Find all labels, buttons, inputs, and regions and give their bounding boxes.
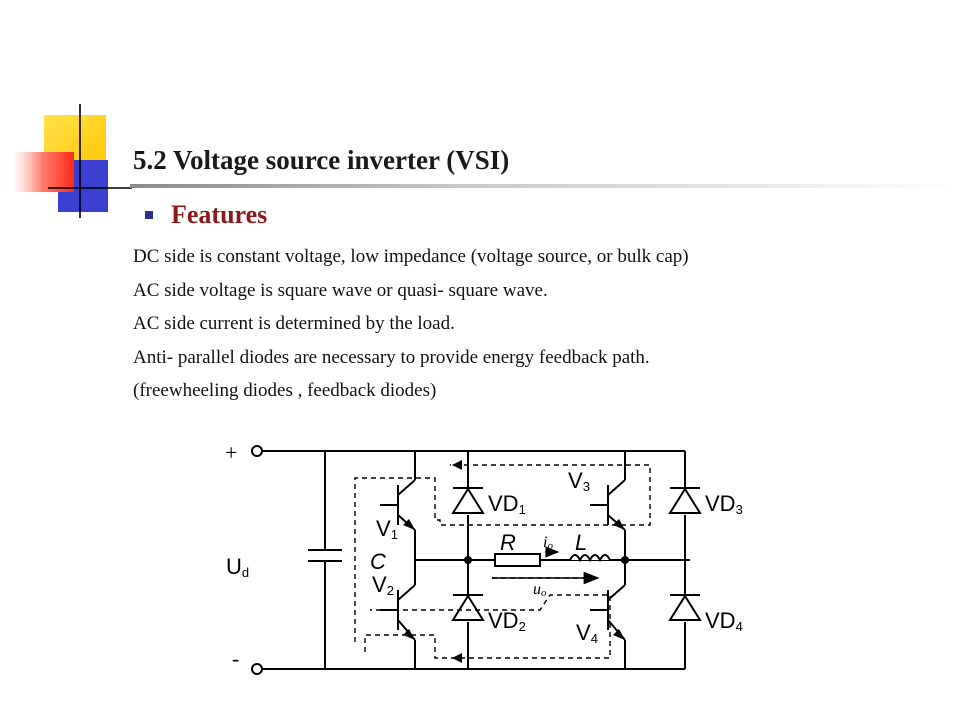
vd1-label: VD1	[488, 491, 526, 517]
vsi-circuit-diagram: + - Ud C V1 V2 V3 V4 VD1 VD2 VD3 VD4 R L…	[225, 440, 743, 675]
v2-label: V2	[372, 572, 394, 598]
feature-line: DC side is constant voltage, low impedan…	[133, 246, 689, 267]
feature-list: DC side is constant voltage, low impedan…	[133, 244, 689, 412]
path-arrows	[452, 460, 462, 663]
corner-decoration	[12, 104, 132, 218]
slide-title: 5.2 Voltage source inverter (VSI)	[133, 145, 510, 175]
resistor-label: R	[500, 530, 516, 555]
feature-line: (freewheeling diodes , feedback diodes)	[133, 380, 437, 401]
inductor-label: L	[575, 530, 587, 555]
v1-label: V1	[376, 516, 398, 542]
feature-line: Anti- parallel diodes are necessary to p…	[133, 346, 650, 368]
vd2-label: VD2	[488, 608, 526, 634]
bullet-icon	[145, 211, 153, 219]
vd3-label: VD3	[705, 491, 743, 517]
feature-line: AC side current is determined by the loa…	[133, 313, 455, 334]
uo-label: uo	[533, 581, 547, 599]
current-paths	[354, 464, 651, 659]
minus-terminal-label: -	[232, 646, 239, 671]
junction-dots	[464, 556, 629, 564]
v4-label: V4	[576, 620, 598, 646]
features-label: Features	[171, 200, 268, 229]
capacitor-label: C	[370, 549, 386, 574]
plus-terminal-label: +	[225, 440, 237, 465]
transistor-arrows	[403, 519, 625, 640]
diodes	[451, 487, 702, 621]
features-heading: Features	[145, 200, 267, 230]
feature-line: AC side voltage is square wave or quasi-…	[133, 279, 548, 301]
v3-label: V3	[568, 468, 590, 494]
vd4-label: VD4	[705, 608, 743, 634]
title-underline	[130, 184, 960, 188]
io-label: io	[543, 534, 553, 552]
circuit-wires	[251, 445, 690, 675]
ud-label: Ud	[226, 554, 249, 580]
